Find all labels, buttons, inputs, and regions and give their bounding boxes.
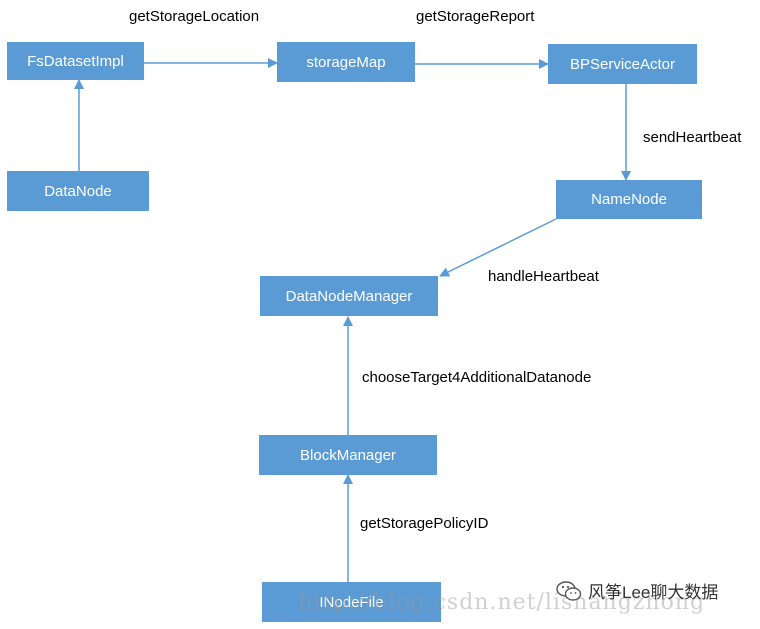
watermark-url: http://blog.csdn.net/lishangzhong	[298, 590, 706, 615]
label-handle-heartbeat: handleHeartbeat	[488, 268, 599, 285]
watermark-brand-text: 风筝Lee聊大数据	[588, 583, 719, 602]
label-send-heartbeat: sendHeartbeat	[643, 129, 742, 146]
label-get-storage-policy-id: getStoragePolicyID	[360, 515, 489, 532]
label-get-storage-report: getStorageReport	[416, 8, 535, 25]
node-datanodemanager: DataNodeManager	[260, 276, 438, 316]
node-bpserviceactor: BPServiceActor	[548, 44, 697, 84]
node-namenode: NameNode	[556, 180, 702, 219]
watermark-brand: 风筝Lee聊大数据	[556, 578, 718, 603]
node-blockmanager: BlockManager	[259, 435, 437, 475]
label-get-storage-location: getStorageLocation	[129, 8, 260, 25]
wechat-icon	[556, 580, 582, 601]
node-storagemap: storageMap	[277, 42, 415, 82]
node-fsdatasetimpl: FsDatasetImpl	[7, 42, 144, 80]
arrow-namenode-to-datanodemanager	[439, 218, 557, 277]
node-datanode: DataNode	[7, 171, 149, 211]
label-choose-target: chooseTarget4AdditionalDatanode	[362, 369, 592, 386]
node-inodefile: INodeFile	[262, 582, 441, 622]
